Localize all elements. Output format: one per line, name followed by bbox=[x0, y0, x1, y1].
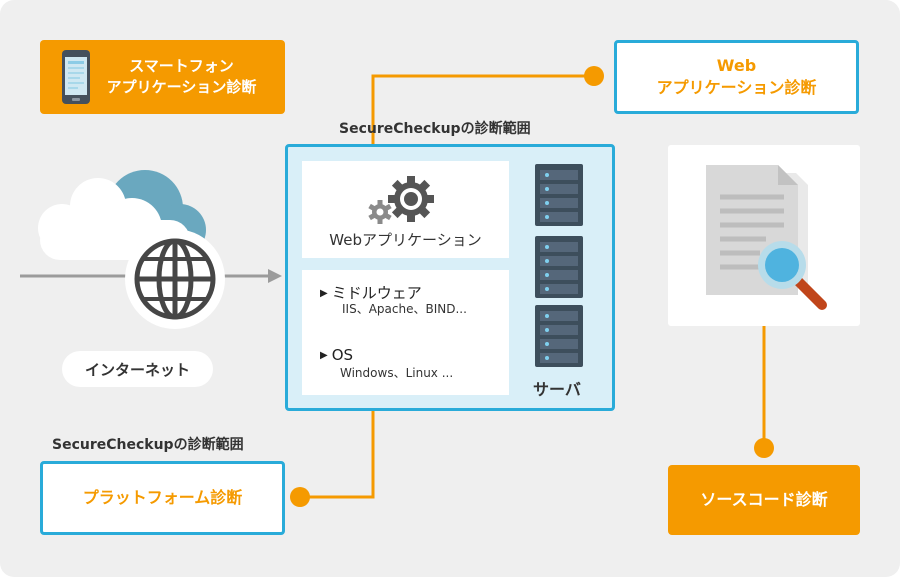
web-application-label: Webアプリケーション bbox=[329, 231, 482, 249]
smartphone-app-diagnosis-box: スマートフォン アプリケーション診断 bbox=[40, 40, 285, 114]
os-title-text: OS bbox=[331, 346, 354, 364]
source-code-diagnosis-box: ソースコード診断 bbox=[668, 465, 860, 535]
server-label: サーバ bbox=[533, 380, 581, 399]
scope-label-top: SecureCheckupの診断範囲 bbox=[339, 121, 531, 137]
os-detail: Windows、Linux ... bbox=[340, 366, 454, 380]
middleware-os-card bbox=[302, 270, 509, 395]
platform-connector-dot bbox=[290, 487, 310, 507]
web-connector-line bbox=[371, 74, 594, 165]
server-icon bbox=[535, 164, 583, 367]
smartphone-diagnosis-label: スマートフォン アプリケーション診断 bbox=[106, 57, 257, 96]
platform-diagnosis-box: プラットフォーム診断 bbox=[40, 461, 285, 535]
middleware-detail: IIS、Apache、BIND... bbox=[342, 302, 467, 316]
server-unit bbox=[535, 164, 583, 226]
source-connector-dot bbox=[754, 438, 774, 458]
globe-icon bbox=[125, 229, 225, 329]
middleware-title: ▶ミドルウェア bbox=[320, 282, 422, 303]
middleware-title-text: ミドルウェア bbox=[331, 284, 422, 302]
gear-icon bbox=[368, 176, 434, 224]
server-unit bbox=[535, 236, 583, 298]
document-search-icon bbox=[706, 165, 827, 310]
internet-illustration bbox=[20, 170, 282, 329]
server-unit bbox=[535, 305, 583, 367]
triangle-bullet-icon: ▶ bbox=[320, 288, 328, 299]
web-app-diagnosis-box: Web アプリケーション診断 bbox=[614, 40, 859, 114]
web-connector-dot bbox=[584, 66, 604, 86]
platform-connector-line bbox=[300, 390, 375, 499]
triangle-bullet-icon: ▶ bbox=[320, 350, 328, 361]
scope-label-bottom: SecureCheckupの診断範囲 bbox=[52, 437, 244, 453]
smartphone-icon bbox=[62, 50, 90, 104]
internet-label: インターネット bbox=[62, 351, 213, 387]
os-title: ▶OS bbox=[320, 346, 353, 364]
